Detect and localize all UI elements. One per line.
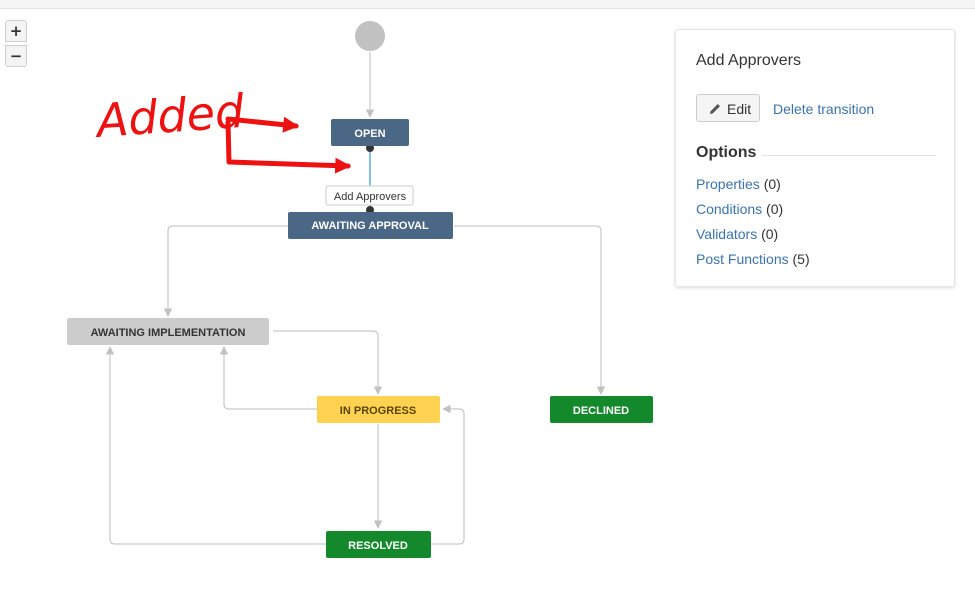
panel-title: Add Approvers [696,52,801,69]
conditions-count: (0) [766,201,784,217]
status-label: AWAITING IMPLEMENTATION [91,327,246,339]
annotation-arrow-to-open [225,116,300,133]
annotation-arrow-to-transition [225,119,352,174]
status-label: RESOLVED [348,540,408,552]
option-properties: Properties (0) [696,176,781,192]
options-divider [762,155,936,156]
pencil-icon [710,104,720,114]
status-label: IN PROGRESS [340,405,416,417]
transition-approve[interactable] [163,225,288,317]
options-heading: Options [696,144,757,161]
status-declined[interactable]: DECLINED [550,396,653,423]
zoom-in-button[interactable]: + [5,20,27,42]
zoom-out-button[interactable]: − [5,45,27,67]
transition-stop-progress[interactable] [219,346,317,410]
status-awaiting-approval[interactable]: AWAITING APPROVAL [288,212,453,239]
transition-reopen[interactable] [105,346,326,545]
annotation-arrows [225,116,352,174]
option-conditions: Conditions (0) [696,201,783,217]
transition-back-to-progress[interactable] [431,404,465,545]
transition-start-progress[interactable] [273,330,383,395]
post-functions-link[interactable]: Post Functions [696,251,793,267]
transition-label: Add Approvers [334,191,407,203]
annotation-text: Added [92,84,247,148]
validators-count: (0) [761,226,779,242]
transition-panel: Add Approvers Edit Delete transition Opt… [675,29,955,287]
top-bar [0,0,975,9]
edit-button-label: Edit [727,101,752,117]
properties-link[interactable]: Properties [696,176,764,192]
status-awaiting-implementation[interactable]: AWAITING IMPLEMENTATION [67,318,269,345]
transition-label-box[interactable] [325,185,414,206]
transition-decline[interactable] [454,225,606,395]
start-node[interactable] [355,21,385,51]
conditions-link[interactable]: Conditions [696,201,767,217]
status-label: AWAITING APPROVAL [311,220,429,232]
validators-link[interactable]: Validators [696,226,762,242]
option-post-functions: Post Functions (5) [696,251,810,267]
properties-count: (0) [763,176,781,192]
status-label: OPEN [354,128,385,140]
status-in-progress[interactable]: IN PROGRESS [317,396,440,423]
edit-button[interactable]: Edit [696,94,760,122]
status-label: DECLINED [573,405,629,417]
status-open[interactable]: OPEN [331,119,409,146]
option-validators: Validators (0) [696,226,778,242]
post-functions-count: (5) [792,251,810,267]
status-resolved[interactable]: RESOLVED [326,531,431,558]
delete-transition-link[interactable]: Delete transition [773,101,875,117]
